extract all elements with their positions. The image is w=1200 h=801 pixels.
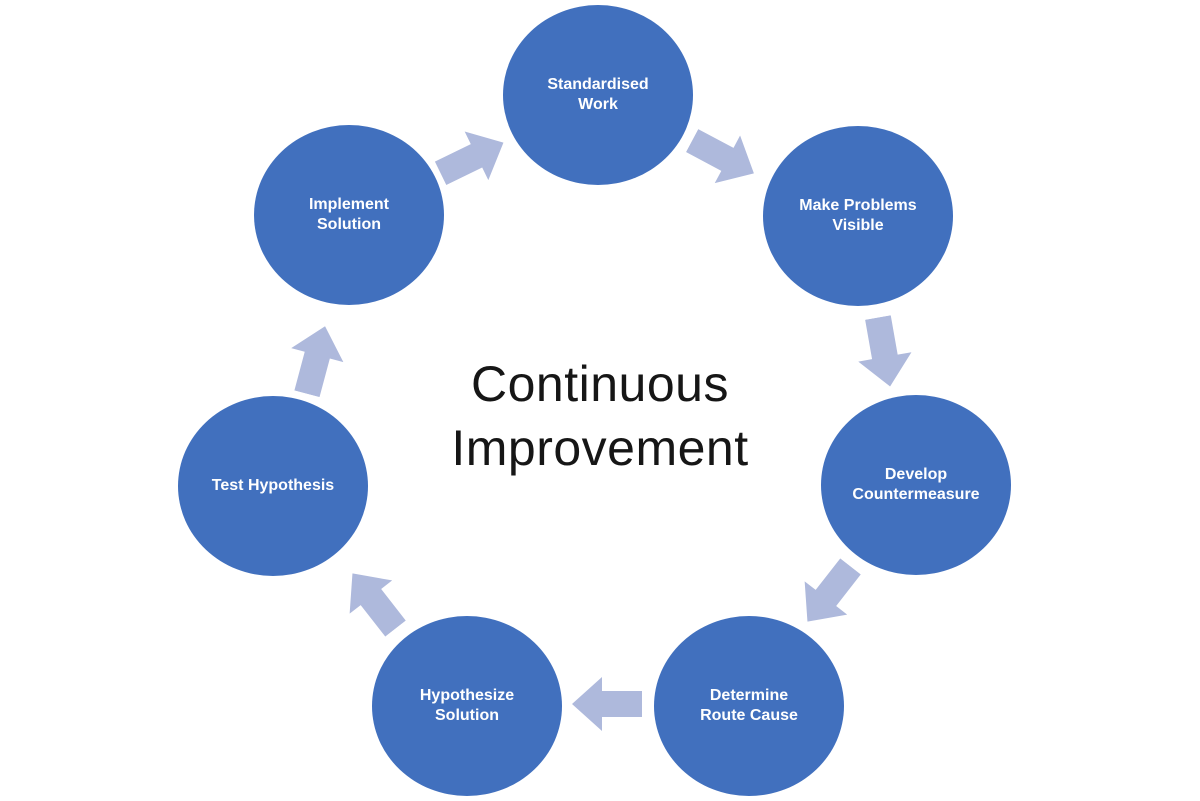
step-label: Implement Solution <box>267 195 431 235</box>
step-label: Hypothesize Solution <box>385 686 549 726</box>
step-standardised-work: Standardised Work <box>503 5 693 185</box>
arrow-test-to-implement-icon <box>291 326 344 398</box>
step-label-line: Determine <box>709 687 789 704</box>
step-label: Determine Route Cause <box>667 686 831 726</box>
step-label-line: Hypothesize <box>419 687 515 704</box>
step-label-line: Solution <box>317 216 381 233</box>
step-label-line: Implement <box>308 196 389 213</box>
arrow-develop-to-determine-icon <box>804 558 861 622</box>
step-label-line: Solution <box>435 707 499 724</box>
diagram-title: Continuous Improvement <box>451 352 748 480</box>
step-label-line: Countermeasure <box>852 486 980 503</box>
step-label: Standardised Work <box>516 75 680 115</box>
step-hypothesize-solution: Hypothesize Solution <box>372 616 562 796</box>
step-label: Test Hypothesis <box>191 476 355 496</box>
step-develop-countermeasure: Develop Countermeasure <box>821 395 1011 575</box>
arrow-determine-to-hypothesize-icon <box>572 677 642 731</box>
step-test-hypothesis: Test Hypothesis <box>178 396 368 576</box>
step-label-line: Develop <box>884 466 948 483</box>
arrow-hypothesize-to-test-icon <box>349 573 406 637</box>
step-label-line: Work <box>578 96 618 113</box>
step-implement-solution: Implement Solution <box>254 125 444 305</box>
diagram-title-line1: Continuous <box>471 356 729 412</box>
step-label-line: Test Hypothesis <box>211 477 335 494</box>
step-label: Develop Countermeasure <box>834 465 998 505</box>
step-label-line: Visible <box>832 217 884 234</box>
step-label-line: Standardised <box>547 76 649 93</box>
step-label-line: Route Cause <box>700 707 798 724</box>
step-determine-route-cause: Determine Route Cause <box>654 616 844 796</box>
step-label: Make Problems Visible <box>776 196 940 236</box>
step-label-line: Make Problems <box>799 197 917 214</box>
arrow-make-problems-to-develop-icon <box>858 315 912 387</box>
diagram-title-line2: Improvement <box>451 420 749 476</box>
arrow-standardised-to-make-problems-icon <box>685 129 754 184</box>
arrow-implement-to-standardised-icon <box>434 131 504 186</box>
step-make-problems-visible: Make Problems Visible <box>763 126 953 306</box>
